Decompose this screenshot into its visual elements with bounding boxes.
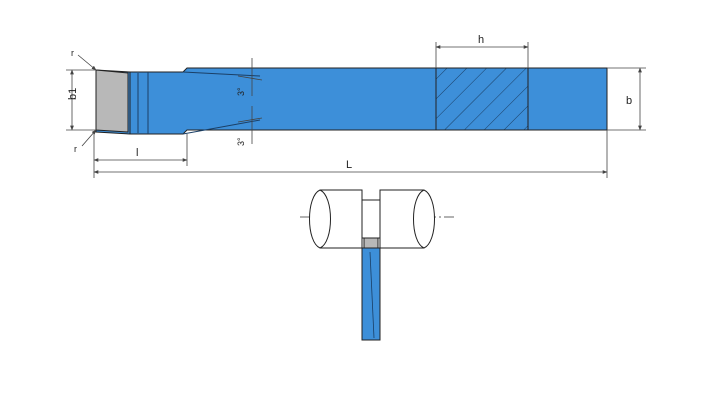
tool-tip-insert	[363, 237, 379, 249]
workpiece-right	[379, 189, 435, 249]
angle-bottom-label: 3°	[236, 137, 246, 146]
radius-top-label: r	[71, 48, 74, 58]
angle-top-label: 3°	[236, 87, 246, 96]
dimension-b: b	[607, 67, 646, 131]
dimension-b1: b1	[66, 69, 96, 131]
angle-indicators: 3° 3°	[236, 58, 263, 146]
radius-markers: r r	[71, 48, 97, 154]
workpiece-groove	[361, 199, 381, 239]
dimension-L-label: L	[346, 159, 352, 171]
tool-shank-vertical	[361, 247, 381, 341]
dimension-b1-label: b1	[67, 88, 79, 100]
workpiece-view	[300, 189, 456, 341]
carbide-insert	[95, 69, 129, 133]
dimension-b-label: b	[626, 95, 632, 107]
radius-bottom-label: r	[74, 144, 77, 154]
dimension-h: h	[435, 34, 529, 68]
dimension-L: L	[93, 130, 608, 178]
dimension-l: l	[93, 132, 188, 178]
dimension-h-label: h	[478, 34, 484, 46]
tool-side-view	[95, 67, 608, 135]
workpiece-left	[309, 189, 363, 249]
clamp-section-hatch	[435, 67, 529, 131]
dimension-l-label: l	[136, 147, 138, 159]
tool-shank	[129, 67, 608, 135]
